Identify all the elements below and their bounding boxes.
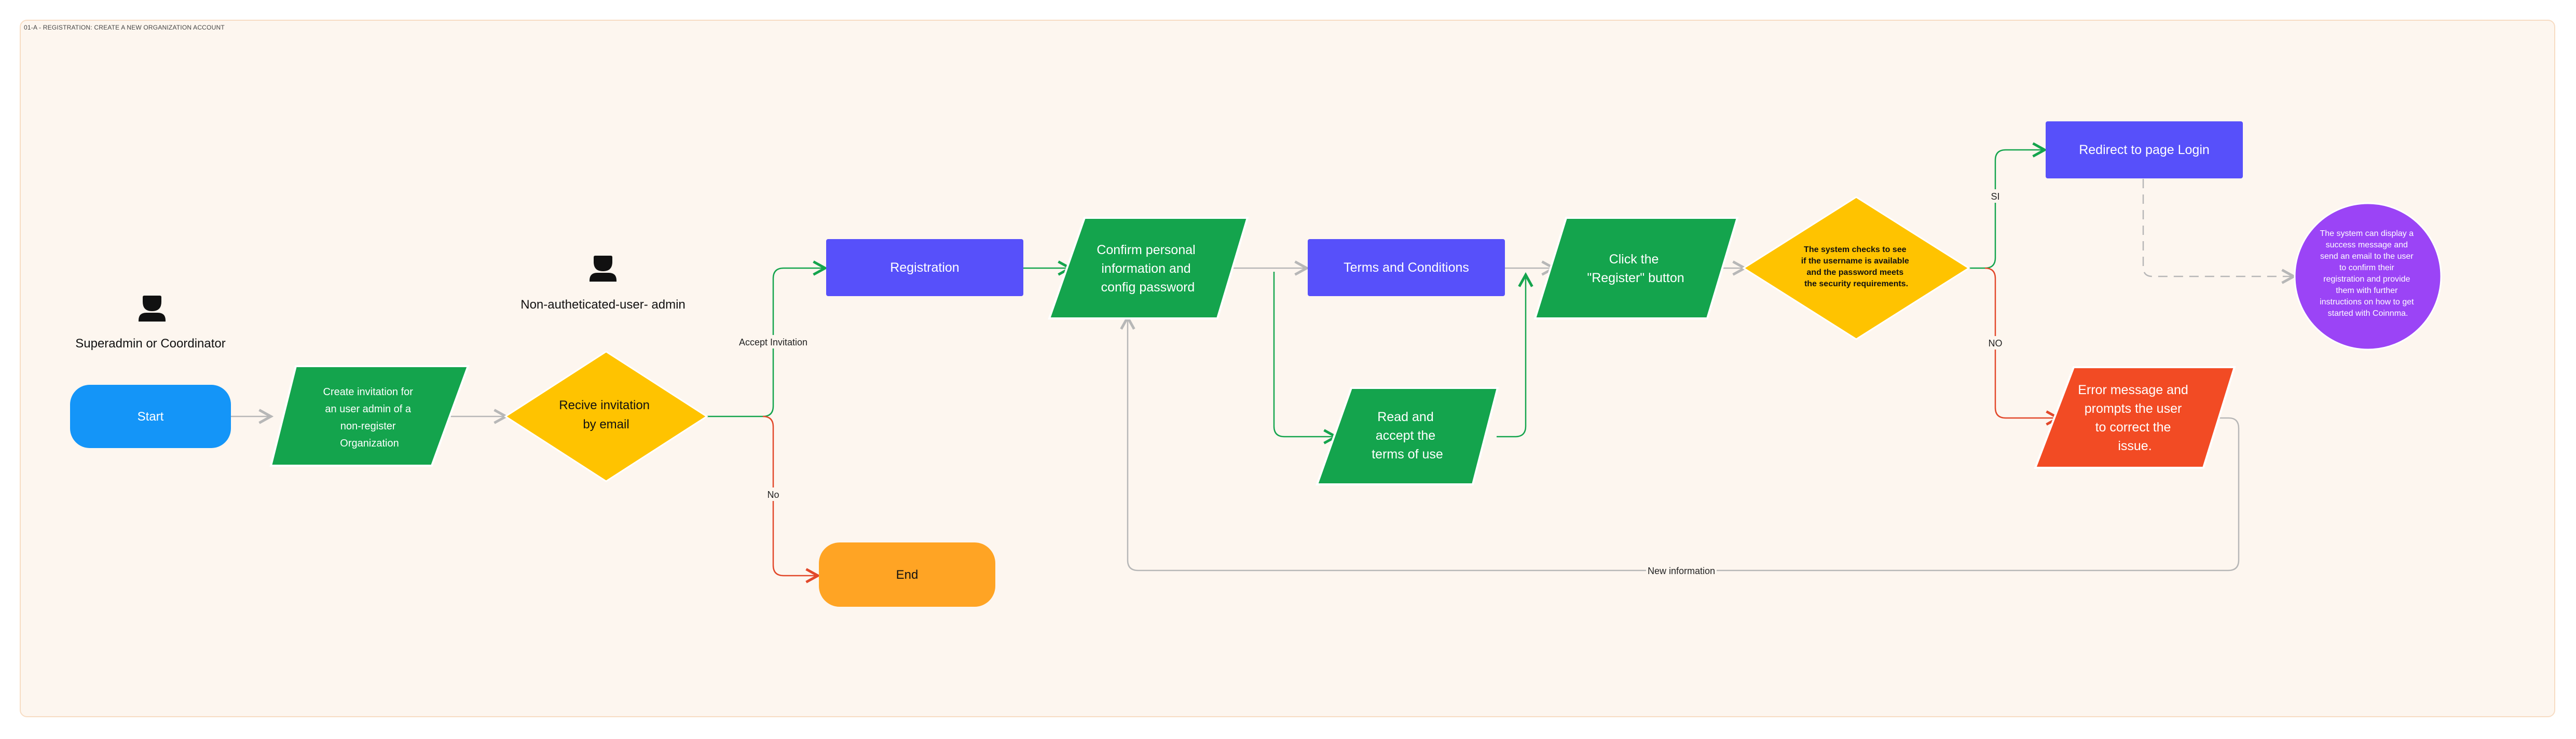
frame-title: 01-A - REGISTRATION: CREATE A NEW ORGANI…: [24, 24, 225, 31]
edge-label-si: SI: [1991, 191, 1999, 202]
confirm-info-line-3: config password: [1101, 280, 1195, 295]
registration-label: Registration: [890, 260, 959, 275]
confirm-info-line-1: Confirm personal: [1097, 243, 1195, 257]
system-checks-line-1: The system checks to see: [1804, 245, 1907, 254]
read-accept-line-2: accept the: [1376, 428, 1435, 443]
edge-read-to-click: [1497, 275, 1526, 438]
system-checks-line-2: if the username is available: [1801, 257, 1909, 266]
click-register-line-2: "Register" button: [1587, 271, 1684, 285]
receive-invitation-node[interactable]: Recive invitation by email: [504, 351, 708, 482]
person-icon: [139, 296, 166, 322]
create-invitation-line-4: Organization: [340, 438, 399, 449]
success-message-node[interactable]: The system can display a success message…: [2294, 202, 2442, 351]
edge-label-no-upper: NO: [1989, 338, 2003, 348]
success-line-6: them with further: [2336, 286, 2398, 295]
actor-label-non-auth-admin: Non-autheticated-user- admin: [520, 298, 686, 312]
svg-text:Recive invitation by ema: Recive invitation by email: [559, 398, 653, 431]
error-message-node[interactable]: Error message and prompts the user to co…: [2034, 366, 2236, 469]
svg-text:Click the "Register" but: Click the "Register" button: [1587, 252, 1684, 285]
success-line-1: The system can display a: [2320, 229, 2414, 238]
edge-error-to-confirm: [1128, 317, 2240, 571]
redirect-login-node[interactable]: Redirect to page Login: [2046, 121, 2243, 178]
success-line-7: instructions on how to get: [2320, 298, 2414, 306]
edge-check-to-error: [1984, 267, 2058, 418]
confirm-info-line-2: information and: [1101, 261, 1190, 276]
error-line-4: issue.: [2118, 439, 2152, 453]
success-line-8: started with Coinnma.: [2328, 309, 2408, 318]
edge-label-new-information: New information: [1648, 566, 1715, 576]
click-register-line-1: Click the: [1609, 252, 1659, 267]
read-accept-node[interactable]: Read and accept the terms of use: [1316, 387, 1499, 485]
click-register-node[interactable]: Click the "Register" button: [1533, 217, 1739, 319]
svg-text:Read and accept the: Read and accept the terms of use: [1372, 410, 1443, 462]
success-line-5: registration and provide: [2323, 275, 2410, 284]
svg-text:The system can display a: The system can display a success message…: [2320, 229, 2416, 318]
success-line-2: success message and: [2326, 241, 2408, 249]
success-line-4: to confirm their: [2339, 263, 2394, 272]
end-label: End: [896, 568, 919, 582]
error-line-2: prompts the user: [2085, 401, 2182, 416]
edge-labels: Accept Invitation No SI NO New informati…: [736, 189, 2005, 577]
edges: [231, 150, 2294, 576]
receive-invitation-line-2: by email: [583, 417, 629, 431]
read-accept-line-3: terms of use: [1372, 447, 1443, 462]
svg-text:The system checks to see: The system checks to see if the username…: [1801, 245, 1912, 288]
error-line-3: to correct the: [2095, 420, 2171, 435]
error-line-1: Error message and: [2078, 383, 2188, 397]
success-line-3: send an email to the user: [2320, 252, 2414, 261]
svg-text:Confirm personal informa: Confirm personal information and config …: [1097, 243, 1199, 295]
svg-text:Create invitation for an: Create invitation for an user admin of a…: [323, 386, 416, 449]
end-node[interactable]: End: [819, 542, 995, 607]
terms-label: Terms and Conditions: [1344, 260, 1469, 275]
registration-node[interactable]: Registration: [826, 239, 1023, 296]
edge-label-accept-invitation: Accept Invitation: [739, 337, 807, 347]
actor-superadmin: Superadmin or Coordinator: [75, 296, 226, 351]
terms-node[interactable]: Terms and Conditions: [1308, 239, 1505, 296]
edge-receive-to-end: [762, 415, 818, 576]
system-checks-line-4: the security requirements.: [1804, 280, 1908, 288]
actor-non-auth-admin: Non-autheticated-user- admin: [520, 256, 686, 312]
edge-check-to-redirect: [1968, 150, 2045, 269]
edge-label-no: No: [767, 490, 779, 500]
create-invitation-line-3: non-register: [340, 421, 396, 432]
system-checks-line-3: and the password meets: [1806, 268, 1903, 277]
edge-redirect-to-success: [2142, 179, 2294, 276]
confirm-info-node[interactable]: Confirm personal information and config …: [1048, 217, 1249, 319]
create-invitation-line-1: Create invitation for: [323, 386, 414, 398]
create-invitation-line-2: an user admin of a: [325, 403, 412, 415]
redirect-login-label: Redirect to page Login: [2079, 143, 2210, 157]
read-accept-line-1: Read and: [1377, 410, 1433, 424]
start-node[interactable]: Start: [70, 385, 231, 448]
svg-text:Error message and prompt: Error message and prompts the user to co…: [2078, 383, 2192, 453]
start-label: Start: [138, 410, 164, 424]
receive-invitation-line-1: Recive invitation: [559, 398, 650, 412]
actor-label-superadmin: Superadmin or Coordinator: [75, 337, 226, 351]
system-checks-node[interactable]: The system checks to see if the username…: [1742, 196, 1970, 340]
edge-confirm-to-read: [1273, 272, 1336, 437]
person-icon: [590, 256, 616, 282]
create-invitation-node[interactable]: Create invitation for an user admin of a…: [269, 365, 470, 467]
